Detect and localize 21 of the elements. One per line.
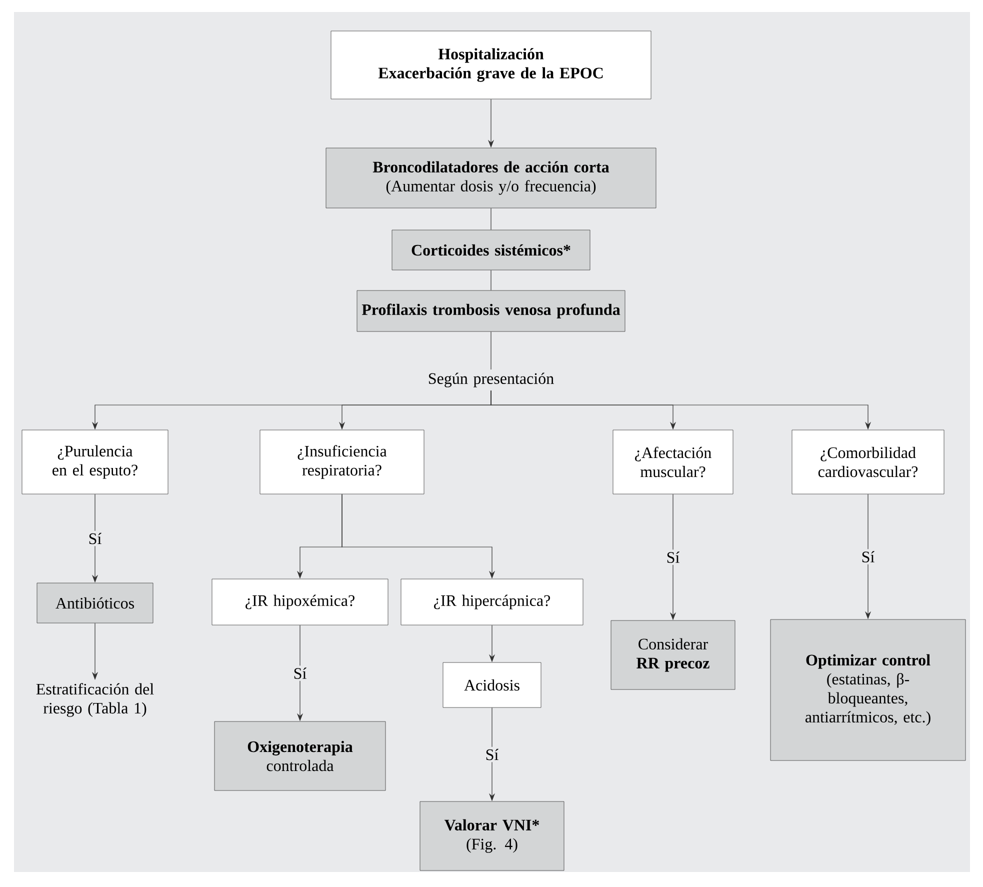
question-box: ¿IR hipoxémica? <box>212 578 388 626</box>
edge-label: Sí <box>859 549 877 564</box>
question-box: ¿Insuficiencia respiratoria? <box>260 430 424 494</box>
action-box: Broncodilatadores de acción corta (Aumentar dosis y/o frecuencia) <box>326 148 656 208</box>
question-box: ¿Comorbilidad cardiovascular? <box>792 430 944 494</box>
question-box: ¿Purulencia en el esputo? <box>22 430 168 494</box>
edge-label: Sí <box>291 666 309 681</box>
action-box: Oxigenoterapia controlada <box>214 721 386 791</box>
note-text: Según presentación <box>428 372 554 388</box>
question-box: Acidosis <box>442 662 542 708</box>
question-box: Hospitalización Exacerbación grave de la EPOC <box>330 30 652 100</box>
action-box: Corticoides sistémicos* <box>392 230 590 270</box>
action-box: Considerar RR precoz <box>610 620 736 690</box>
action-box: Antibióticos <box>36 582 154 624</box>
question-box: ¿IR hipercápnica? <box>400 578 584 626</box>
action-box: Profilaxis trombosis venosa profunda <box>356 290 626 332</box>
action-box: Optimizar control (estatinas, β-bloqueantes, antiarrítmicos, etc.) <box>770 619 966 761</box>
edge-label: Sí <box>664 550 682 565</box>
note-text: Estratificación del riesgo (Tabla 1) <box>36 683 154 717</box>
question-box: ¿Afectación muscular? <box>612 430 734 494</box>
action-box: Valorar VNI* (Fig. 4) <box>420 801 564 871</box>
